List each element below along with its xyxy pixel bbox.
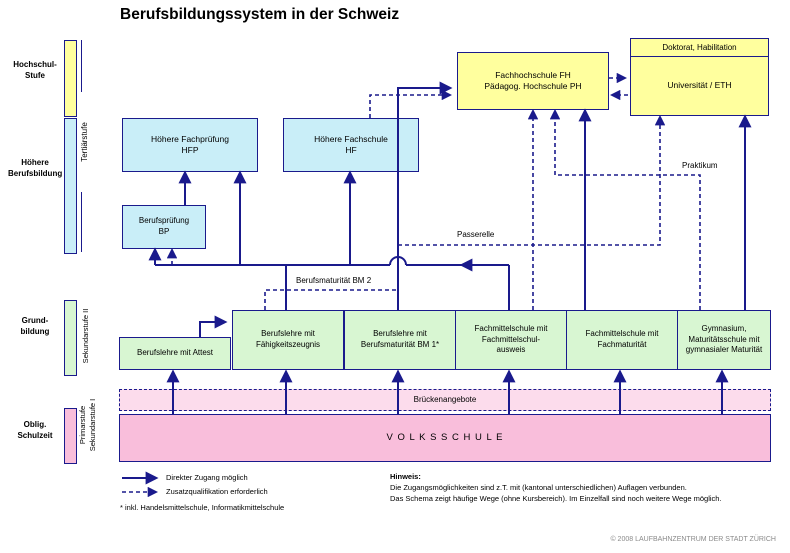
stage-bar-grundbildung	[64, 300, 77, 376]
box-berufslehre-efz: Berufslehre mit Fähigkeitszeugnis	[232, 310, 344, 370]
box-hoehere-fachschule: Höhere Fachschule HF	[283, 118, 419, 172]
collector-bridge	[389, 256, 407, 266]
hinweis-line2: Das Schema zeigt häufige Wege (ohne Kurs…	[390, 493, 722, 503]
box-berufslehre-attest: Berufslehre mit Attest	[119, 337, 231, 370]
box-fachmittelschule-ausweis: Fachmittelschule mit Fachmittelschul- au…	[455, 310, 567, 370]
stage-bar-oblig-schulzeit	[64, 408, 77, 464]
box-hoehere-fachpruefung: Höhere Fachprüfung HFP	[122, 118, 258, 172]
hinweis-title: Hinweis:	[390, 472, 421, 481]
box-fachmittelschule-fachmaturitaet: Fachmittelschule mit Fachmaturität	[566, 310, 678, 370]
edge-label-praktikum: Praktikum	[680, 161, 720, 170]
stage-bar-hochschulstufe	[64, 40, 77, 117]
page-title: Berufsbildungssystem in der Schweiz	[120, 6, 400, 23]
edge-label-berufsmaturitaet-bm2: Berufsmaturität BM 2	[294, 276, 374, 285]
level-label-tertiaerstufe: Tertiärstufe	[80, 92, 91, 192]
legend-label-solid: Direkter Zugang möglich	[166, 473, 248, 482]
arrow-bm2-join	[264, 289, 396, 310]
legend-label-dashed: Zusatzqualifikation erforderlich	[166, 487, 268, 496]
arrow-praktikum-gym-fh	[549, 108, 701, 310]
stage-label-hoehere-berufsbildung: Höhere Berufsbildung	[8, 158, 63, 178]
edge-label-passerelle: Passerelle	[455, 230, 497, 239]
level-label-sekundarstufe2: Sekundarstufe II	[81, 308, 90, 364]
box-fachhochschule: Fachhochschule FH Pädagog. Hochschule PH	[457, 52, 609, 110]
box-volksschule: V O L K S S C H U L E	[119, 414, 771, 462]
stage-bar-hoehere-berufsbildung	[64, 118, 77, 254]
arrow-passerelle-uni	[398, 114, 666, 246]
level-label-primarstufe: Primarstufe Sekundarstufe I	[78, 382, 98, 468]
box-berufslehre-bm1: Berufslehre mit Berufsmaturität BM 1*	[344, 310, 456, 370]
stage-label-hochschulstufe: Hochschul- Stufe	[13, 60, 57, 80]
hinweis-block: Hinweis: Die Zugangsmöglichkeiten sind z…	[390, 472, 782, 505]
box-brueckenangebote: Brückenangebote	[119, 389, 771, 411]
stage-label-grundbildung: Grund- bildung	[20, 316, 50, 336]
box-gymnasium: Gymnasium, Maturitätsschule mit gymnasia…	[677, 310, 771, 370]
box-universitaet: Universität / ETH	[630, 56, 769, 116]
legend-footnote: * inkl. Handelsmittelschule, Informatikm…	[120, 503, 285, 512]
copyright-footer: © 2008 LAUFBAHNZENTRUM DER STADT ZÜRICH	[610, 536, 776, 543]
stage-label-oblig-schulzeit: Oblig. Schulzeit	[17, 420, 53, 440]
arrow-attest-efz	[199, 315, 228, 337]
hinweis-line1: Die Zugangsmöglichkeiten sind z.T. mit (…	[390, 482, 687, 492]
box-berufspruefung: Berufsprüfung BP	[122, 205, 206, 249]
arrow-hf-fh	[369, 89, 453, 118]
